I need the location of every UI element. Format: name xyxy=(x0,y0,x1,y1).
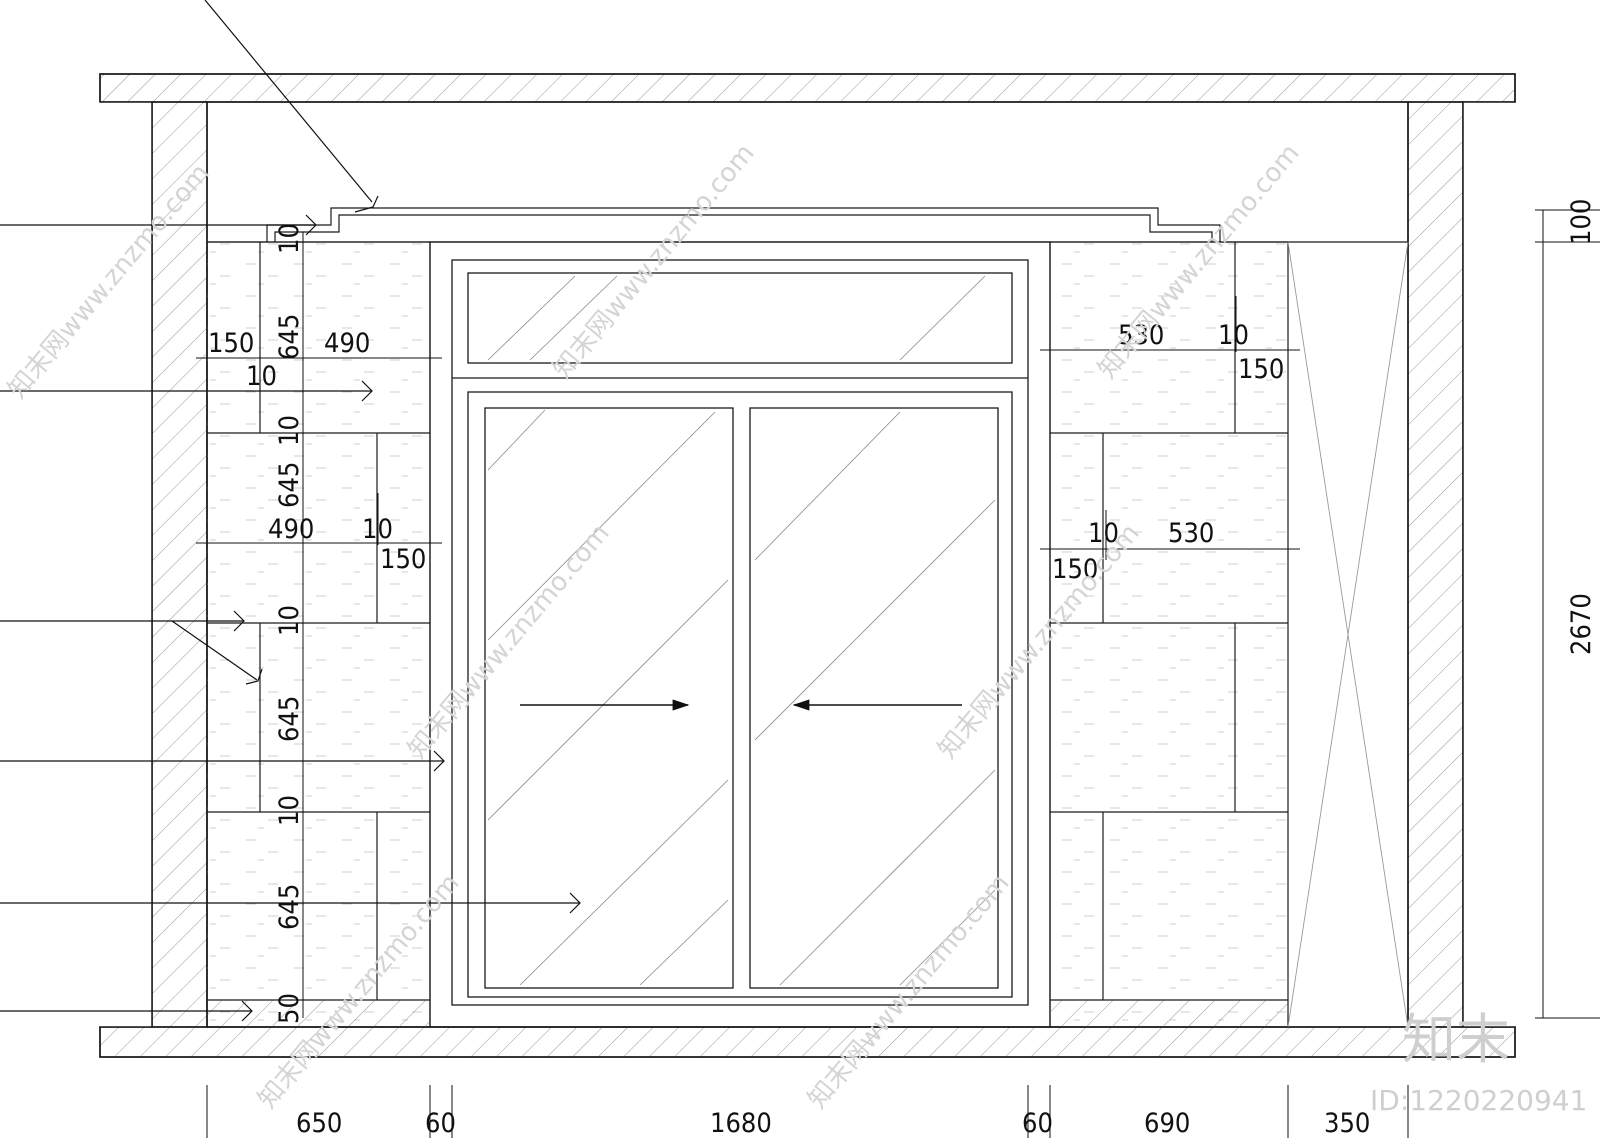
dim-gap-v2: 10 xyxy=(274,415,305,446)
dim-bottom-2: 60 xyxy=(425,1108,456,1138)
dim-right-top-side: 150 xyxy=(1238,354,1284,385)
dim-shelf-h2: 645 xyxy=(274,462,305,508)
wall-left xyxy=(151,101,208,1028)
dim-left-mid-side: 150 xyxy=(380,544,426,575)
watermark-id: ID:1220220941 xyxy=(1370,1084,1587,1117)
dim-shelf-h3: 645 xyxy=(274,696,305,742)
transom-glass xyxy=(467,272,1013,364)
dimension-labels: 150 490 490 150 10 10 10 10 10 10 645 64… xyxy=(208,199,1597,1138)
door-panel-right xyxy=(749,407,999,989)
dim-shelf-h4: 645 xyxy=(274,884,305,930)
dim-bottom-1: 650 xyxy=(296,1108,342,1138)
dim-gap-mid: 10 xyxy=(362,514,393,545)
dim-gap-1: 10 xyxy=(246,361,277,392)
dim-right-mid-side: 150 xyxy=(1052,554,1098,585)
watermark-text: 知末网www.znzmo.com xyxy=(547,138,760,384)
dim-gap-v1: 10 xyxy=(274,223,305,254)
door-panel-left xyxy=(484,407,734,989)
dim-plinth: 50 xyxy=(274,993,305,1024)
dim-bottom-3: 1680 xyxy=(710,1108,772,1138)
watermark-text: 知末网www.znzmo.com xyxy=(402,518,615,764)
dim-left-mid-shelf: 490 xyxy=(268,514,314,545)
dim-bottom-4: 60 xyxy=(1022,1108,1053,1138)
sliding-door xyxy=(429,241,1051,1028)
dim-top-gap: 100 xyxy=(1566,199,1597,245)
wall-right xyxy=(1407,101,1464,1028)
dim-shelf-h1: 645 xyxy=(274,314,305,360)
dim-gap-v3: 10 xyxy=(274,605,305,636)
watermark-text: 知末网www.znzmo.com xyxy=(802,868,1015,1114)
dim-overall-height: 2670 xyxy=(1566,593,1597,655)
watermark-logo: 知末 xyxy=(1402,1008,1510,1071)
right-pier xyxy=(1463,102,1515,1027)
dim-right-gap-2: 10 xyxy=(1088,518,1119,549)
leader-lines xyxy=(0,0,581,1022)
dim-left-top-shelf: 490 xyxy=(324,328,370,359)
right-cabinet xyxy=(1049,241,1409,1028)
dim-right-mid-shelf: 530 xyxy=(1168,518,1214,549)
dim-right-top-shelf: 530 xyxy=(1118,320,1164,351)
dimension-lines xyxy=(196,209,1600,1138)
wall-top xyxy=(99,73,1516,103)
dim-left-top-width: 150 xyxy=(208,328,254,359)
left-cabinet xyxy=(206,241,431,1028)
glass-reflections xyxy=(487,275,996,986)
left-pier xyxy=(100,102,152,1027)
dim-bottom-5: 690 xyxy=(1144,1108,1190,1138)
dim-gap-v4: 10 xyxy=(274,795,305,826)
dim-right-gap-1: 10 xyxy=(1218,320,1249,351)
wall-frame xyxy=(99,73,1516,1058)
dim-bottom-6: 350 xyxy=(1324,1108,1370,1138)
